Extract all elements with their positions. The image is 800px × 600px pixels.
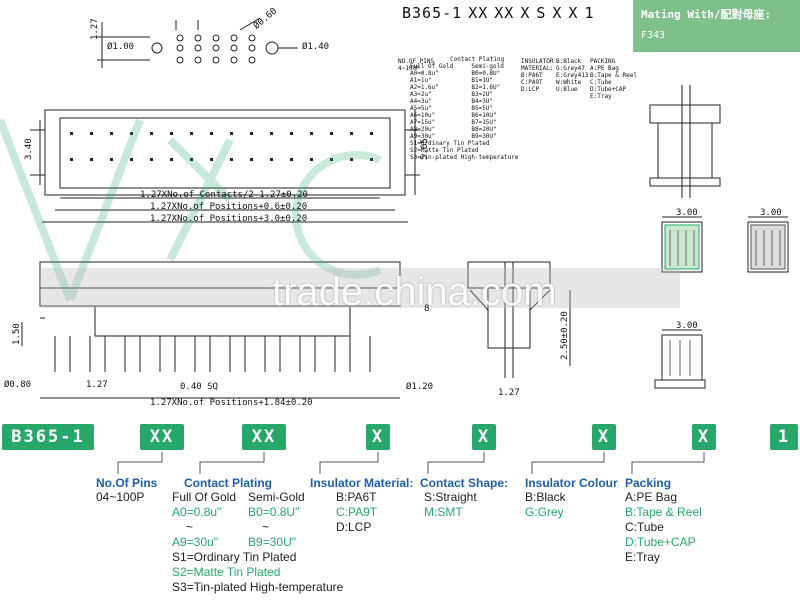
dim-w300a: 3.00 xyxy=(676,208,698,218)
code-segment-plating: XX xyxy=(242,424,286,450)
dim-row2: 1.27XNo.of Positions+0.6±0.20 xyxy=(150,202,308,212)
dim-hole-large: Ø1.40 xyxy=(302,42,330,52)
legend-plating: Contact Plating Full Of Gold A0=0.8u"A1=… xyxy=(410,56,519,161)
top-code-segment: X xyxy=(520,4,531,22)
top-code-segment: S xyxy=(536,4,547,22)
top-code-segment: XX xyxy=(494,4,515,22)
dim-w300c: 3.00 xyxy=(676,321,698,331)
mating-part: F343 xyxy=(641,30,666,41)
dim-hole-small: Ø1.00 xyxy=(107,42,135,52)
dim-d120: Ø1.20 xyxy=(406,382,434,392)
top-code-segment: B365-1 xyxy=(402,4,463,22)
dim-h250: 2.50±0.20 xyxy=(560,311,570,360)
dim-d080: Ø0.80 xyxy=(4,380,32,390)
dim-row3: 1.27XNo.of Positions+3.0±0.20 xyxy=(150,214,308,224)
dim-pitch-bottom: 1.27 xyxy=(86,380,108,390)
top-code-segment: XX xyxy=(468,4,489,22)
code-segment-end: 1 xyxy=(770,424,798,450)
legend-pins: NO.OF PINS 4~100P xyxy=(398,58,435,72)
section-plating: Contact Plating Full Of Gold A0=0.8u" ~ … xyxy=(172,476,344,594)
dim-row1: 1.27XNo.of Contacts/2-1.27±0.20 xyxy=(140,190,308,200)
dim-side127: 1.27 xyxy=(498,388,520,398)
section-shape: Contact Shape: S:Straight M:SMT xyxy=(420,476,509,519)
dim-height-340: 3.40 xyxy=(24,138,34,160)
dim-pitch-top: 1.27 xyxy=(90,18,100,40)
top-code-segment: 1 xyxy=(584,4,595,22)
code-segment-shape: X xyxy=(472,424,496,450)
dim-w300b: 3.00 xyxy=(760,208,782,218)
top-code-segment: X xyxy=(552,4,563,22)
section-insulator: Insulator Material: B:PA6T C:PA9T D:LCP xyxy=(310,476,414,534)
code-segment-packing: X xyxy=(692,424,716,450)
code-segment-series: B365-1 xyxy=(2,424,94,450)
mating-box: Mating With/配對母座: F343 xyxy=(633,0,800,52)
code-segment-pins: XX xyxy=(140,424,184,450)
technical-drawing xyxy=(0,17,789,399)
code-segment-insulator: X xyxy=(366,424,390,450)
section-colour: Insulator Colour B:Black G:Grey xyxy=(525,476,618,519)
dim-h8: 8 xyxy=(424,304,430,314)
dim-h150: 1.50 xyxy=(12,323,22,345)
dim-row4: 1.27XNo.of Positions+1.84±0.20 xyxy=(150,398,313,408)
mating-title: Mating With/配對母座: xyxy=(641,8,772,21)
section-packing: Packing A:PE Bag B:Tape & Reel C:Tube D:… xyxy=(625,476,702,564)
top-code-segment: X xyxy=(568,4,579,22)
code-connectors xyxy=(117,452,705,474)
dim-sq: 0.40 SQ xyxy=(180,382,218,392)
code-segment-colour: X xyxy=(592,424,616,450)
watermark-text: trade.china.com xyxy=(272,270,557,314)
section-pins: No.Of Pins 04~100P xyxy=(96,476,158,504)
